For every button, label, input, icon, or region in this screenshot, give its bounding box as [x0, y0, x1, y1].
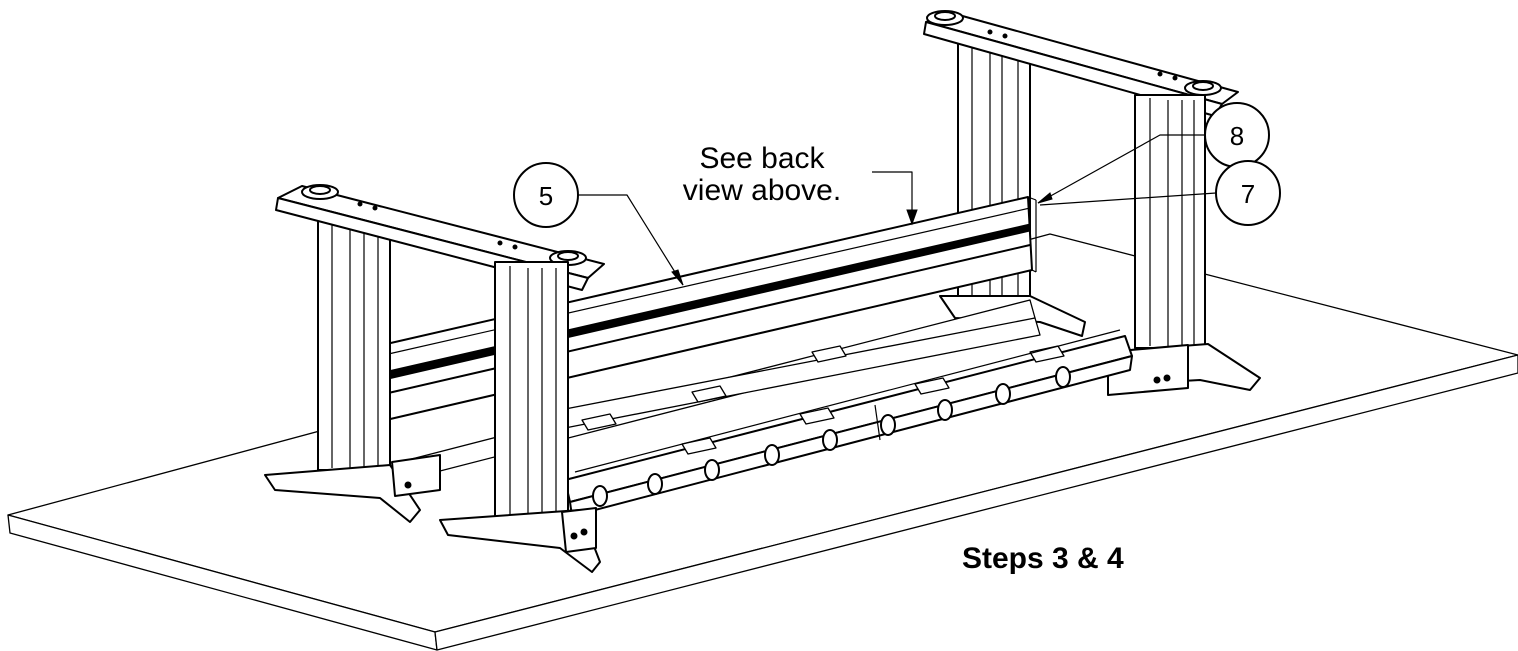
callout-5-label: 5	[539, 181, 553, 211]
callout-5: 5	[513, 162, 684, 286]
callout-7: 7	[1039, 160, 1281, 226]
back-view-note: See back view above.	[683, 142, 918, 226]
note-line-2: view above.	[683, 174, 841, 207]
step-label: Steps 3 & 4	[962, 542, 1124, 575]
front-left-leg	[439, 261, 601, 573]
note-line-1: See back	[699, 142, 825, 175]
callout-7-label: 7	[1241, 179, 1255, 209]
back-left-leg	[264, 209, 441, 523]
callout-8-label: 8	[1230, 121, 1244, 151]
front-right-leg	[1104, 94, 1261, 396]
